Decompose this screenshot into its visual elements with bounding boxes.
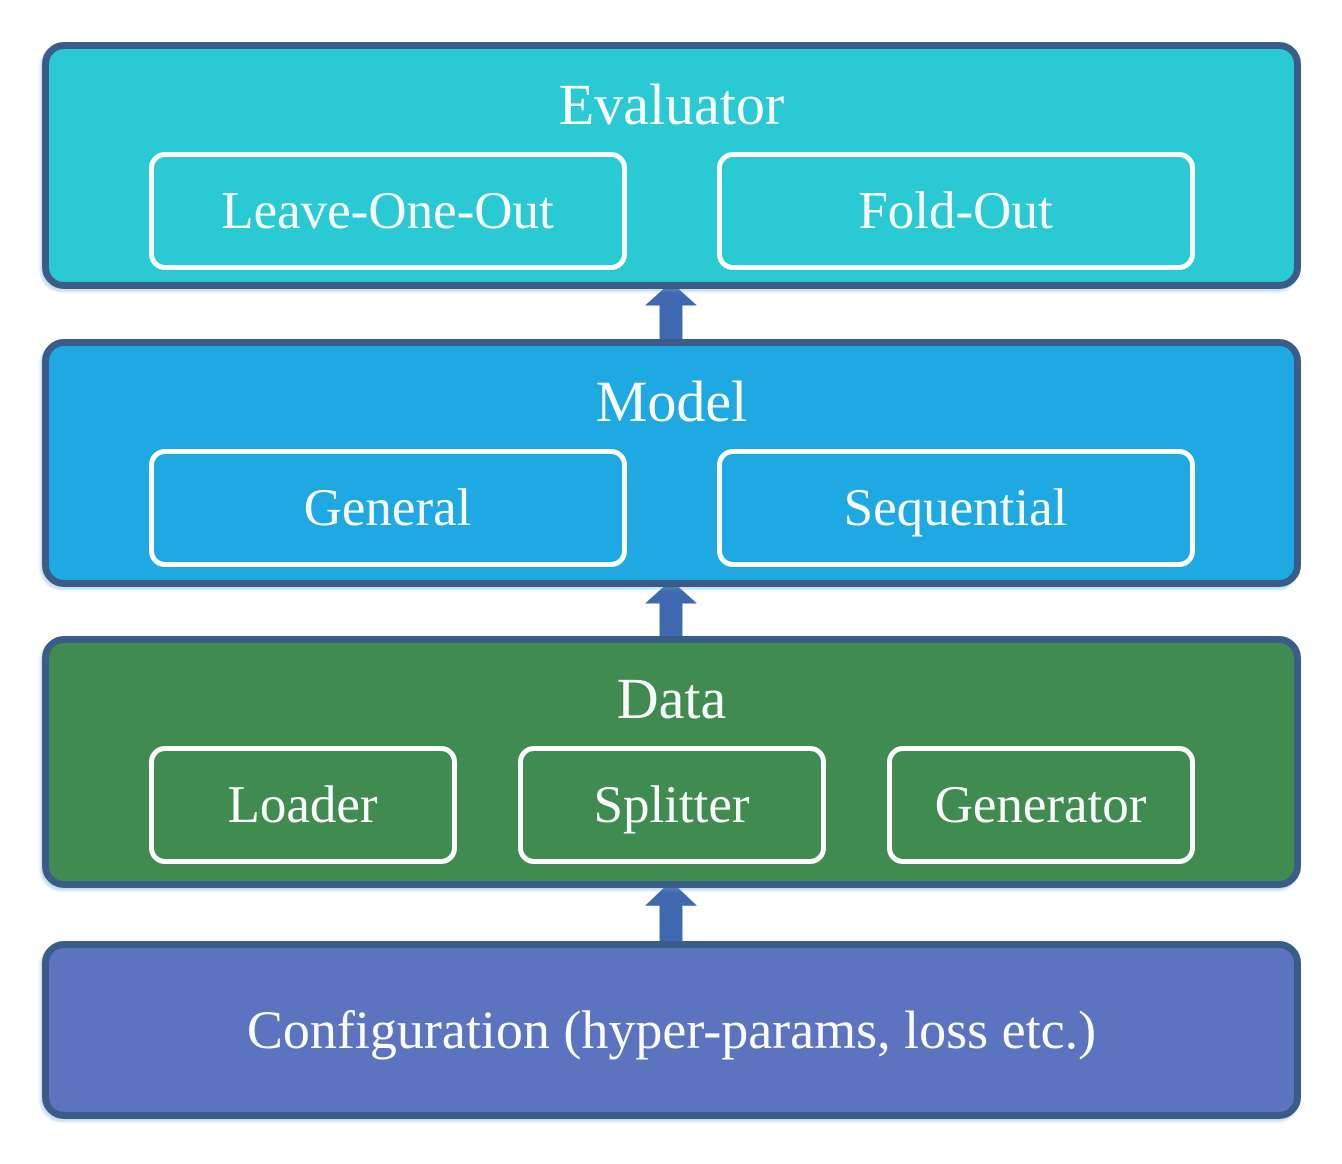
up-arrow-config-to-data (645, 881, 697, 946)
splitter-box: Splitter (517, 745, 826, 864)
fold-out-label: Fold-Out (858, 181, 1053, 240)
data-children-row: Loader Splitter Generator (49, 745, 1294, 864)
up-arrow-model-to-evaluator (645, 282, 697, 344)
fold-out-box: Fold-Out (716, 151, 1195, 270)
configuration-layer: Configuration (hyper-params, loss etc.) (42, 941, 1301, 1119)
general-label: General (303, 478, 472, 537)
leave-one-out-box: Leave-One-Out (148, 151, 627, 270)
splitter-label: Splitter (593, 775, 750, 834)
up-arrow-data-to-model (645, 580, 697, 642)
generator-box: Generator (886, 745, 1195, 864)
model-layer-title: Model (595, 369, 748, 434)
evaluator-layer: Evaluator Leave-One-Out Fold-Out (42, 42, 1301, 289)
data-layer-title: Data (616, 666, 727, 731)
configuration-layer-title: Configuration (hyper-params, loss etc.) (246, 1000, 1097, 1060)
evaluator-layer-title: Evaluator (558, 72, 785, 137)
sequential-label: Sequential (843, 478, 1068, 537)
data-layer: Data Loader Splitter Generator (42, 636, 1301, 888)
sequential-box: Sequential (716, 448, 1195, 567)
loader-box: Loader (148, 745, 457, 864)
loader-label: Loader (227, 775, 378, 834)
generator-label: Generator (934, 775, 1147, 834)
model-children-row: General Sequential (49, 448, 1294, 567)
model-layer: Model General Sequential (42, 339, 1301, 587)
evaluator-children-row: Leave-One-Out Fold-Out (49, 151, 1294, 270)
leave-one-out-label: Leave-One-Out (221, 181, 554, 240)
general-box: General (148, 448, 627, 567)
